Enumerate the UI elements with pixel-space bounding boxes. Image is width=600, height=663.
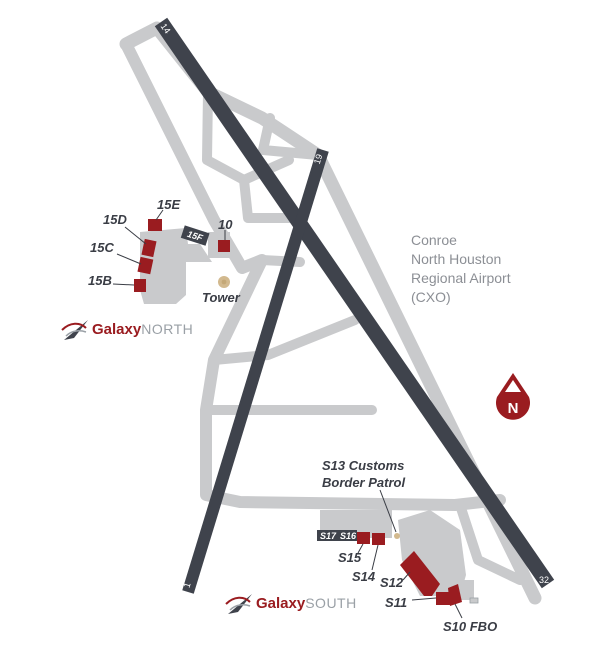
hangar-10 [218, 240, 230, 252]
leader-line [454, 603, 463, 619]
label-15b: 15B [88, 273, 112, 288]
airport-name-line: (CXO) [411, 289, 451, 305]
hangar-s15 [357, 532, 370, 544]
north-arrow-icon: N [496, 373, 530, 420]
hangar-s14 [372, 533, 385, 545]
tower-icon-core [221, 279, 227, 285]
runway-end-19: 19 [312, 153, 324, 166]
taxiway-connector [258, 113, 323, 160]
label-10: 10 [218, 217, 233, 232]
label-s11: S11 [385, 595, 407, 610]
airport-name: Conroe North Houston Regional Airport (C… [411, 232, 511, 305]
galaxy-north-brand: GalaxyNORTH [61, 320, 193, 340]
taxiway-connector [239, 175, 297, 223]
leader-line [112, 283, 135, 286]
runway-1-19: 19 1 [182, 148, 329, 594]
leader-line [116, 253, 142, 265]
hangar-15c [137, 256, 154, 275]
north-apron [140, 228, 212, 304]
hangar-s12 [400, 551, 440, 596]
runway-end-32: 32 [539, 575, 549, 585]
leader-line [371, 544, 379, 571]
galaxy-logo-icon [61, 320, 88, 340]
airport-name-line: Conroe [411, 232, 457, 248]
label-s17: S17 [320, 531, 337, 541]
leader-line [155, 209, 164, 221]
runway-strip [154, 17, 555, 589]
leader-line [379, 489, 397, 533]
hangar-15b [134, 279, 146, 292]
label-s12: S12 [380, 575, 404, 590]
taxiway-connector [455, 500, 525, 585]
leader-line [411, 597, 437, 601]
north-hangars: 15F 15E 10 15D 15C 15B Tower [88, 197, 241, 305]
label-tower: Tower [202, 290, 241, 305]
customs-marker-icon [394, 533, 400, 539]
taxiway-connector [209, 315, 360, 365]
hangar-s10 [448, 584, 462, 606]
label-15e: 15E [157, 197, 180, 212]
leader-line [357, 543, 364, 554]
hangar-s17-tag [317, 530, 339, 541]
hangar-s16-tag [339, 530, 357, 541]
leader-line [124, 226, 147, 245]
label-15c: 15C [90, 240, 114, 255]
galaxy-logo-icon [225, 594, 252, 614]
brand-south-text: GalaxySOUTH [256, 595, 357, 612]
runway-end-14: 14 [159, 22, 173, 36]
label-15d: 15D [103, 212, 127, 227]
airport-name-line: Regional Airport [411, 270, 511, 286]
hangar-15f-tag: 15F [180, 225, 210, 246]
label-s13-line2: Border Patrol [322, 475, 405, 490]
runway-14-32: 14 32 [154, 17, 555, 589]
leader-line [402, 571, 411, 581]
fbo-marker [469, 597, 479, 604]
parallel-taxiway [119, 21, 542, 605]
label-s14: S14 [352, 569, 376, 584]
label-s13-line1: S13 Customs [322, 458, 404, 473]
label-s10: S10 FBO [443, 619, 497, 634]
hangar-s11 [436, 592, 450, 605]
runway-end-1: 1 [182, 581, 193, 589]
label-s15: S15 [338, 550, 362, 565]
south-facilities: S17 S16 S13 Customs Border Patrol S15 S1… [317, 458, 497, 634]
svg-text:15F: 15F [186, 229, 204, 243]
brand-north-text: GalaxyNORTH [92, 321, 193, 338]
north-label: N [508, 400, 519, 417]
runway-strip [182, 148, 329, 594]
galaxy-south-brand: GalaxySOUTH [225, 594, 357, 614]
airport-name-line: North Houston [411, 251, 501, 267]
hangar-15e [148, 219, 162, 231]
label-s16: S16 [340, 531, 357, 541]
